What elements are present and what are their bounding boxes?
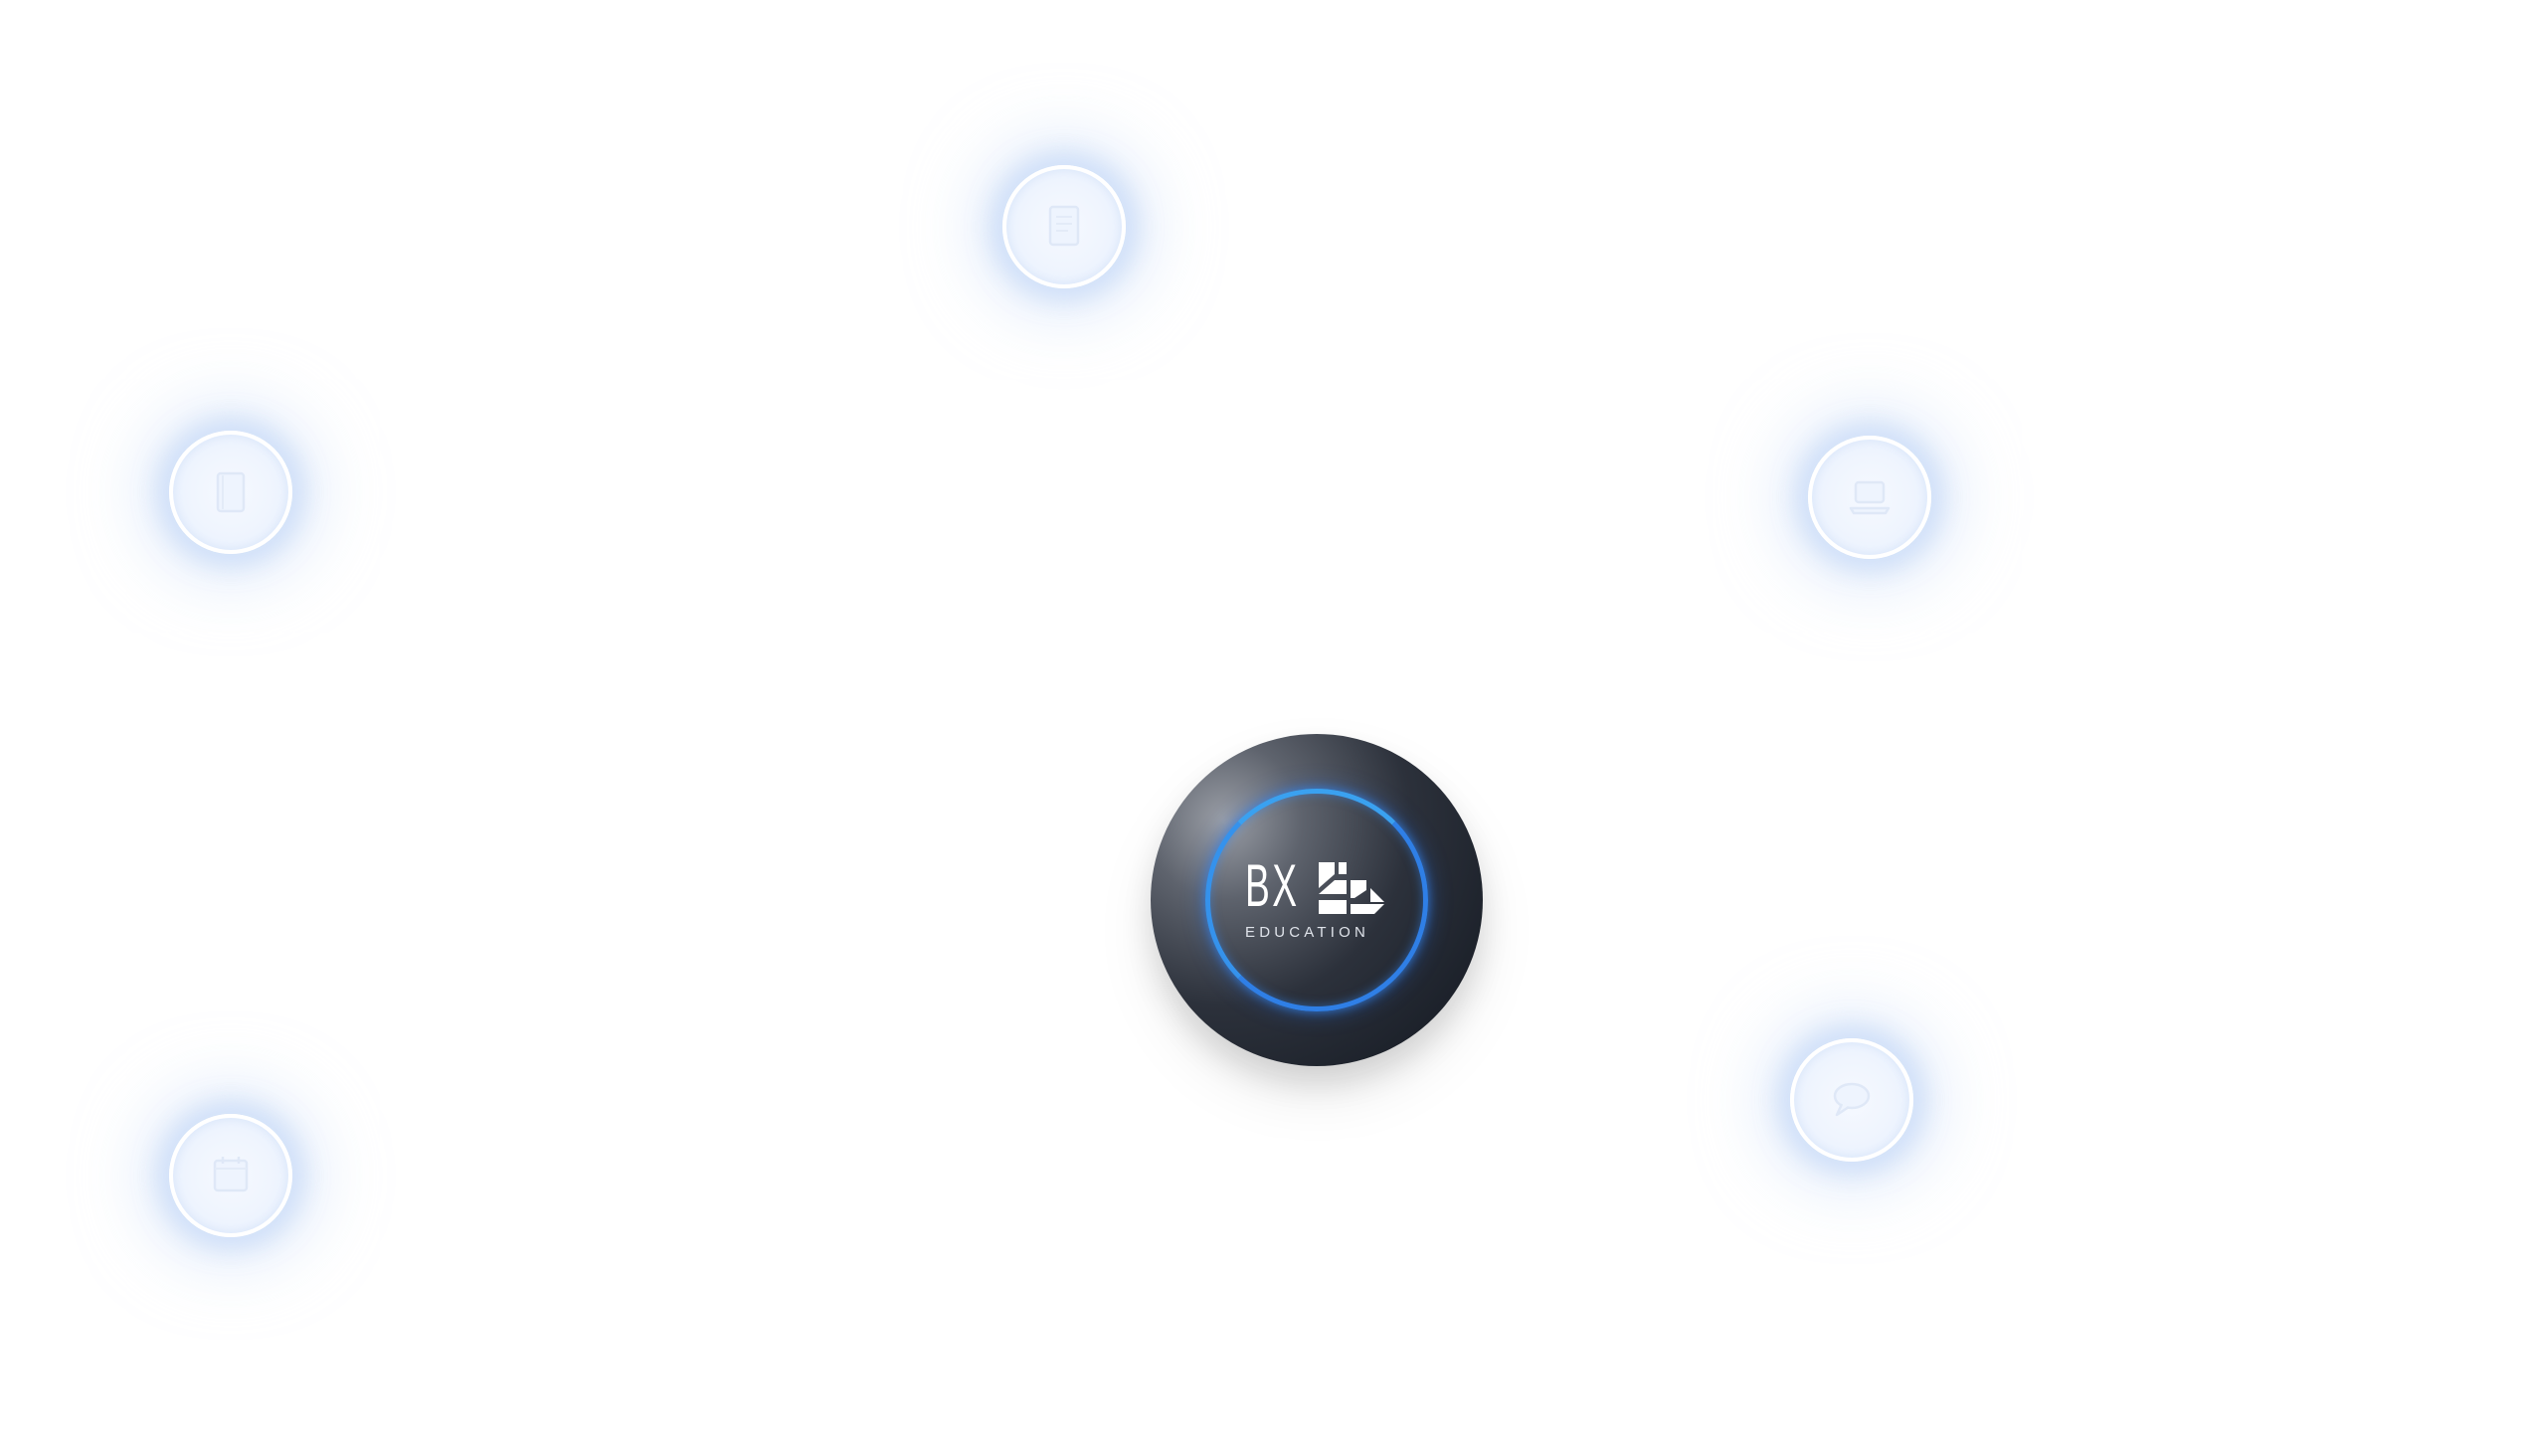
node-document[interactable] <box>1002 165 1126 288</box>
laptop-icon <box>1849 480 1891 515</box>
hub-ring <box>1205 789 1428 1011</box>
document-icon <box>1048 205 1080 247</box>
calendar-icon <box>213 1157 249 1192</box>
node-book[interactable] <box>169 431 292 554</box>
node-chat[interactable] <box>1790 1038 1913 1162</box>
book-icon <box>216 471 246 513</box>
node-laptop[interactable] <box>1808 436 1931 559</box>
bx-education-logo: BX EDUCATION <box>1245 856 1394 941</box>
chat-icon <box>1833 1082 1871 1117</box>
logo-mark-icon <box>1319 862 1384 914</box>
logo-subtitle: EDUCATION <box>1245 924 1370 941</box>
hub-logo-button[interactable]: BX EDUCATION <box>1151 734 1483 1066</box>
node-calendar[interactable] <box>169 1114 292 1237</box>
logo-text: BX <box>1245 852 1300 919</box>
